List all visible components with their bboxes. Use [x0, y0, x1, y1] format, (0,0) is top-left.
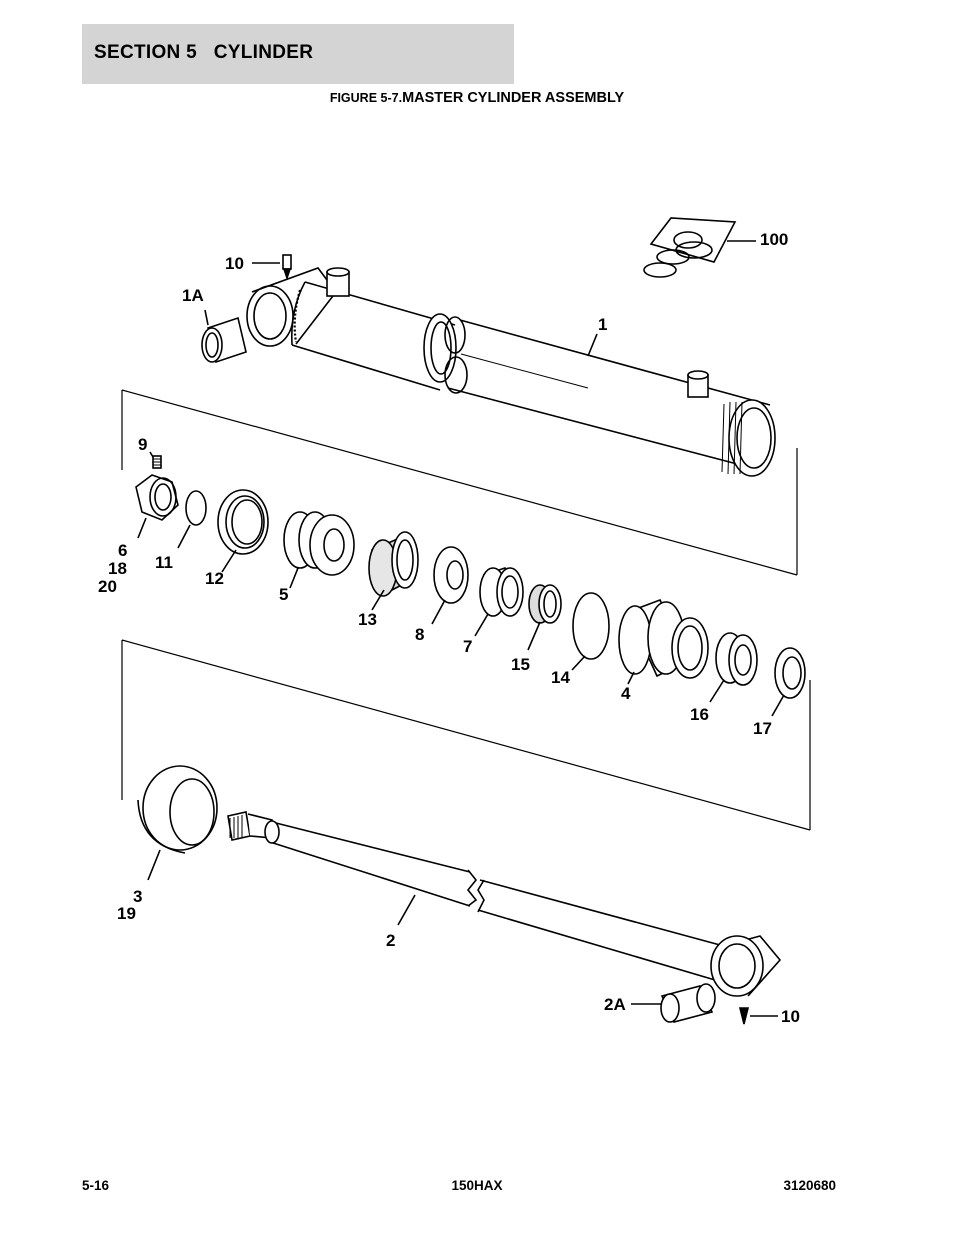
callout-12: 12 [205, 569, 224, 588]
head-nut-3 [137, 765, 218, 881]
upper-plane-outline [121, 389, 798, 576]
callout-19: 19 [117, 904, 136, 923]
lower-plane-outline [121, 639, 811, 831]
head-4 [618, 598, 709, 685]
callout-17: 17 [753, 719, 772, 738]
callout-18: 18 [108, 559, 127, 578]
set-screw-9 [149, 451, 162, 469]
oring-14 [572, 592, 610, 660]
bushing-2a [631, 983, 716, 1023]
manual-number: 3120680 [783, 1178, 836, 1193]
rod-2 [227, 811, 782, 997]
callout-5: 5 [279, 585, 288, 604]
wear-ring-13 [368, 531, 419, 611]
ring-12 [217, 489, 269, 573]
model-name: 150HAX [451, 1178, 503, 1193]
callout-11: 11 [155, 553, 173, 572]
callout-4: 4 [621, 684, 631, 703]
callout-7: 7 [463, 637, 472, 656]
callout-1a: 1A [182, 286, 204, 305]
callout-2: 2 [386, 931, 395, 950]
callout-100: 100 [760, 230, 788, 249]
grease-fitting-bottom [738, 1007, 778, 1025]
section-header: SECTION 5 CYLINDER [82, 24, 514, 84]
seal-kit-bag [643, 217, 756, 278]
callout-9: 9 [138, 435, 147, 454]
section-title: SECTION 5 CYLINDER [94, 42, 314, 63]
page-number: 5-16 [82, 1178, 110, 1193]
callout-10-bottom: 10 [781, 1007, 800, 1026]
figure-name: MASTER CYLINDER ASSEMBLY [402, 90, 625, 106]
grease-fitting-top [252, 254, 292, 281]
wear-ring-15 [527, 584, 562, 651]
callout-6: 6 [118, 541, 127, 560]
oring-11 [185, 490, 207, 526]
callout-1: 1 [598, 315, 607, 334]
wiper-17 [771, 647, 806, 717]
ring-16 [709, 632, 758, 703]
callout-2a: 2A [604, 995, 626, 1014]
piston-5 [283, 511, 355, 589]
callout-20: 20 [98, 577, 117, 596]
callout-15: 15 [511, 655, 530, 674]
barrel-assembly [246, 267, 776, 477]
callout-10-top: 10 [225, 254, 244, 273]
locknut-6 [135, 474, 179, 539]
callout-8: 8 [415, 625, 424, 644]
callout-14: 14 [551, 668, 570, 687]
callout-13: 13 [358, 610, 377, 629]
spacer-8 [431, 546, 469, 625]
callout-16: 16 [690, 705, 709, 724]
figure-title: FIGURE 5-7.MASTER CYLINDER ASSEMBLY [0, 90, 954, 106]
bushing-1a [201, 309, 247, 364]
figure-number: FIGURE 5-7. [329, 91, 403, 105]
callout-3: 3 [133, 887, 142, 906]
ring-7 [474, 567, 524, 637]
